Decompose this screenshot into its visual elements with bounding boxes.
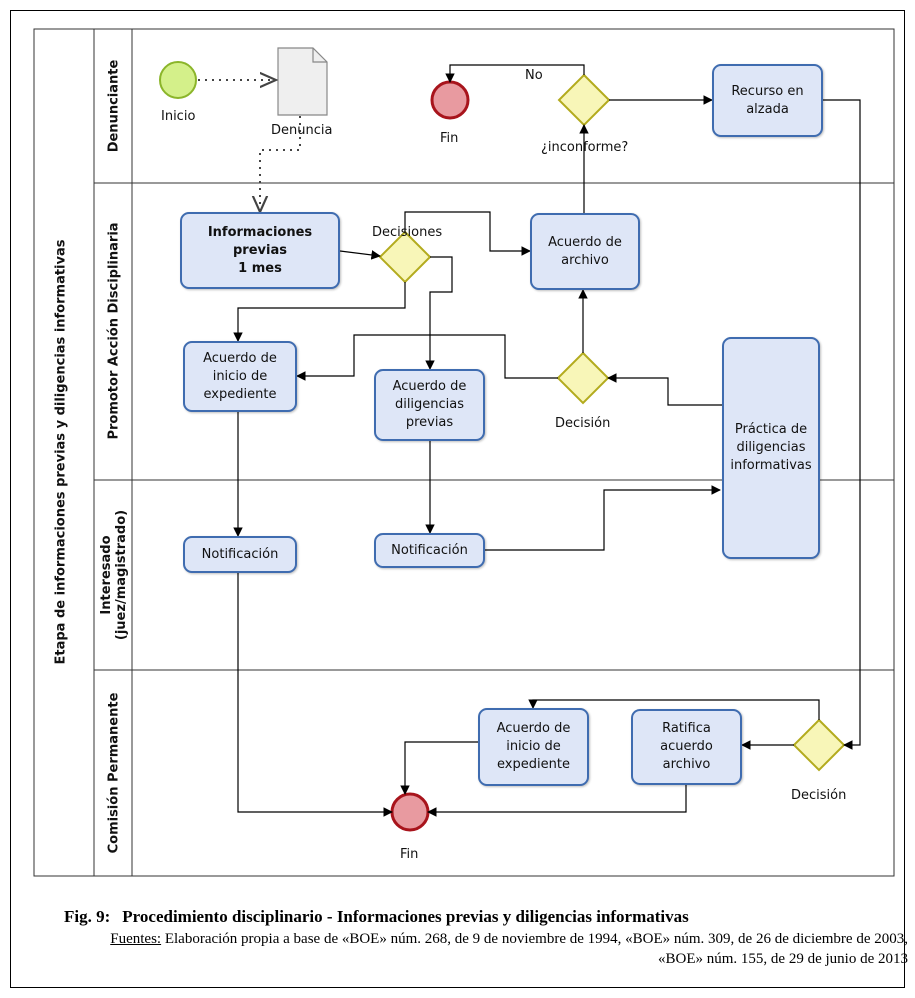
lane-comision: Comisión Permanente	[106, 692, 122, 854]
task-notificacion-2-label: Notificación	[391, 542, 468, 558]
label-no: No	[525, 68, 543, 83]
end-event-bottom	[390, 792, 430, 832]
flow-inconforme-fin	[445, 64, 585, 83]
gateway-inconforme	[557, 73, 611, 127]
task-ratifica-archivo: Ratifica acuerdo archivo	[631, 709, 742, 785]
label-decisiones: Decisiones	[372, 225, 443, 240]
flow-notificacion-fin	[237, 573, 393, 817]
document-fold	[312, 48, 327, 63]
lane-interesado: Interesado (juez/magistrado)	[99, 509, 129, 641]
task-inicio-cp-label: Acuerdo de inicio de expediente	[496, 721, 571, 772]
pool-border	[33, 28, 895, 877]
flow-decisiones-inicio	[233, 282, 406, 342]
gateway-decision-mid	[556, 351, 610, 405]
gateway-decision-bottom	[792, 718, 846, 772]
label-fin-bottom: Fin	[400, 847, 419, 862]
flow-decision-acuerdo-cp	[528, 699, 820, 720]
start-event	[159, 61, 197, 99]
label-inconforme: ¿inconforme?	[541, 140, 629, 155]
sources-text: Elaboración propia a base de «BOE» núm. …	[161, 931, 908, 967]
lane-promotor: Promotor Acción Disciplinaria	[106, 222, 122, 440]
task-acuerdo-inicio-cp: Acuerdo de inicio de expediente	[478, 708, 589, 786]
flow-practica-decision	[607, 373, 722, 406]
task-notificacion-1-label: Notificación	[201, 546, 279, 562]
flow-ratifica-fin	[427, 785, 687, 817]
task-practica-label: Práctica de diligencias informativas	[730, 422, 812, 473]
task-notificacion-1: Notificación	[183, 536, 297, 573]
task-ratifica-label: Ratifica acuerdo archivo	[660, 721, 713, 772]
figure-title: Fig. 9: Procedimiento disciplinario - Inf…	[64, 907, 904, 927]
task-informaciones-previas: Informaciones previas 1 mes	[180, 212, 340, 289]
document-icon	[277, 47, 328, 116]
figure-sources: Fuentes: Elaboración propia a base de «B…	[64, 929, 908, 969]
flow-notificacion-practica	[485, 485, 721, 551]
label-denuncia: Denuncia	[271, 123, 333, 138]
label-inicio: Inicio	[161, 109, 196, 124]
task-archivo-label: Acuerdo de archivo	[548, 234, 622, 268]
task-recurso-label: Recurso en alzada	[731, 83, 804, 117]
label-fin-top: Fin	[440, 131, 459, 146]
task-acuerdo-diligencias: Acuerdo de diligencias previas	[374, 369, 485, 441]
task-recurso-alzada: Recurso en alzada	[712, 64, 823, 137]
flow-recurso-decision	[823, 99, 861, 750]
flow-decisiones-archivo	[404, 211, 531, 256]
task-notificacion-2: Notificación	[374, 533, 485, 568]
task-diligencias-label: Acuerdo de diligencias previas	[392, 379, 467, 430]
flow-decisiones-diligencias	[425, 256, 453, 370]
figure-caption: Fig. 9: Procedimiento disciplinario - Inf…	[64, 907, 908, 969]
flow-info-decisiones	[339, 250, 381, 260]
task-inicio-label: Acuerdo de inicio de expediente	[203, 350, 277, 402]
task-practica-diligencias: Práctica de diligencias informativas	[722, 337, 820, 559]
task-acuerdo-archivo: Acuerdo de archivo	[530, 213, 640, 290]
sources-label: Fuentes:	[110, 931, 162, 947]
task-acuerdo-inicio: Acuerdo de inicio de expediente	[183, 341, 297, 412]
figure-frame	[10, 10, 905, 988]
task-info-label: Informaciones previas 1 mes	[207, 224, 313, 276]
lane-denunciante: Denunciante	[106, 59, 122, 153]
flow-acuerdo-cp-fin	[400, 741, 478, 795]
label-decision-bottom: Decisión	[791, 788, 847, 803]
end-event-top	[430, 80, 470, 120]
label-decision-mid: Decisión	[555, 416, 611, 431]
flow-decision-inicio	[296, 334, 558, 381]
figure-title-text: Procedimiento disciplinario - Informacio…	[122, 907, 689, 926]
pool-title: Etapa de informaciones previas y diligen…	[53, 239, 69, 665]
figure-number: Fig. 9:	[64, 907, 111, 926]
flow-denuncia-info	[260, 116, 301, 212]
